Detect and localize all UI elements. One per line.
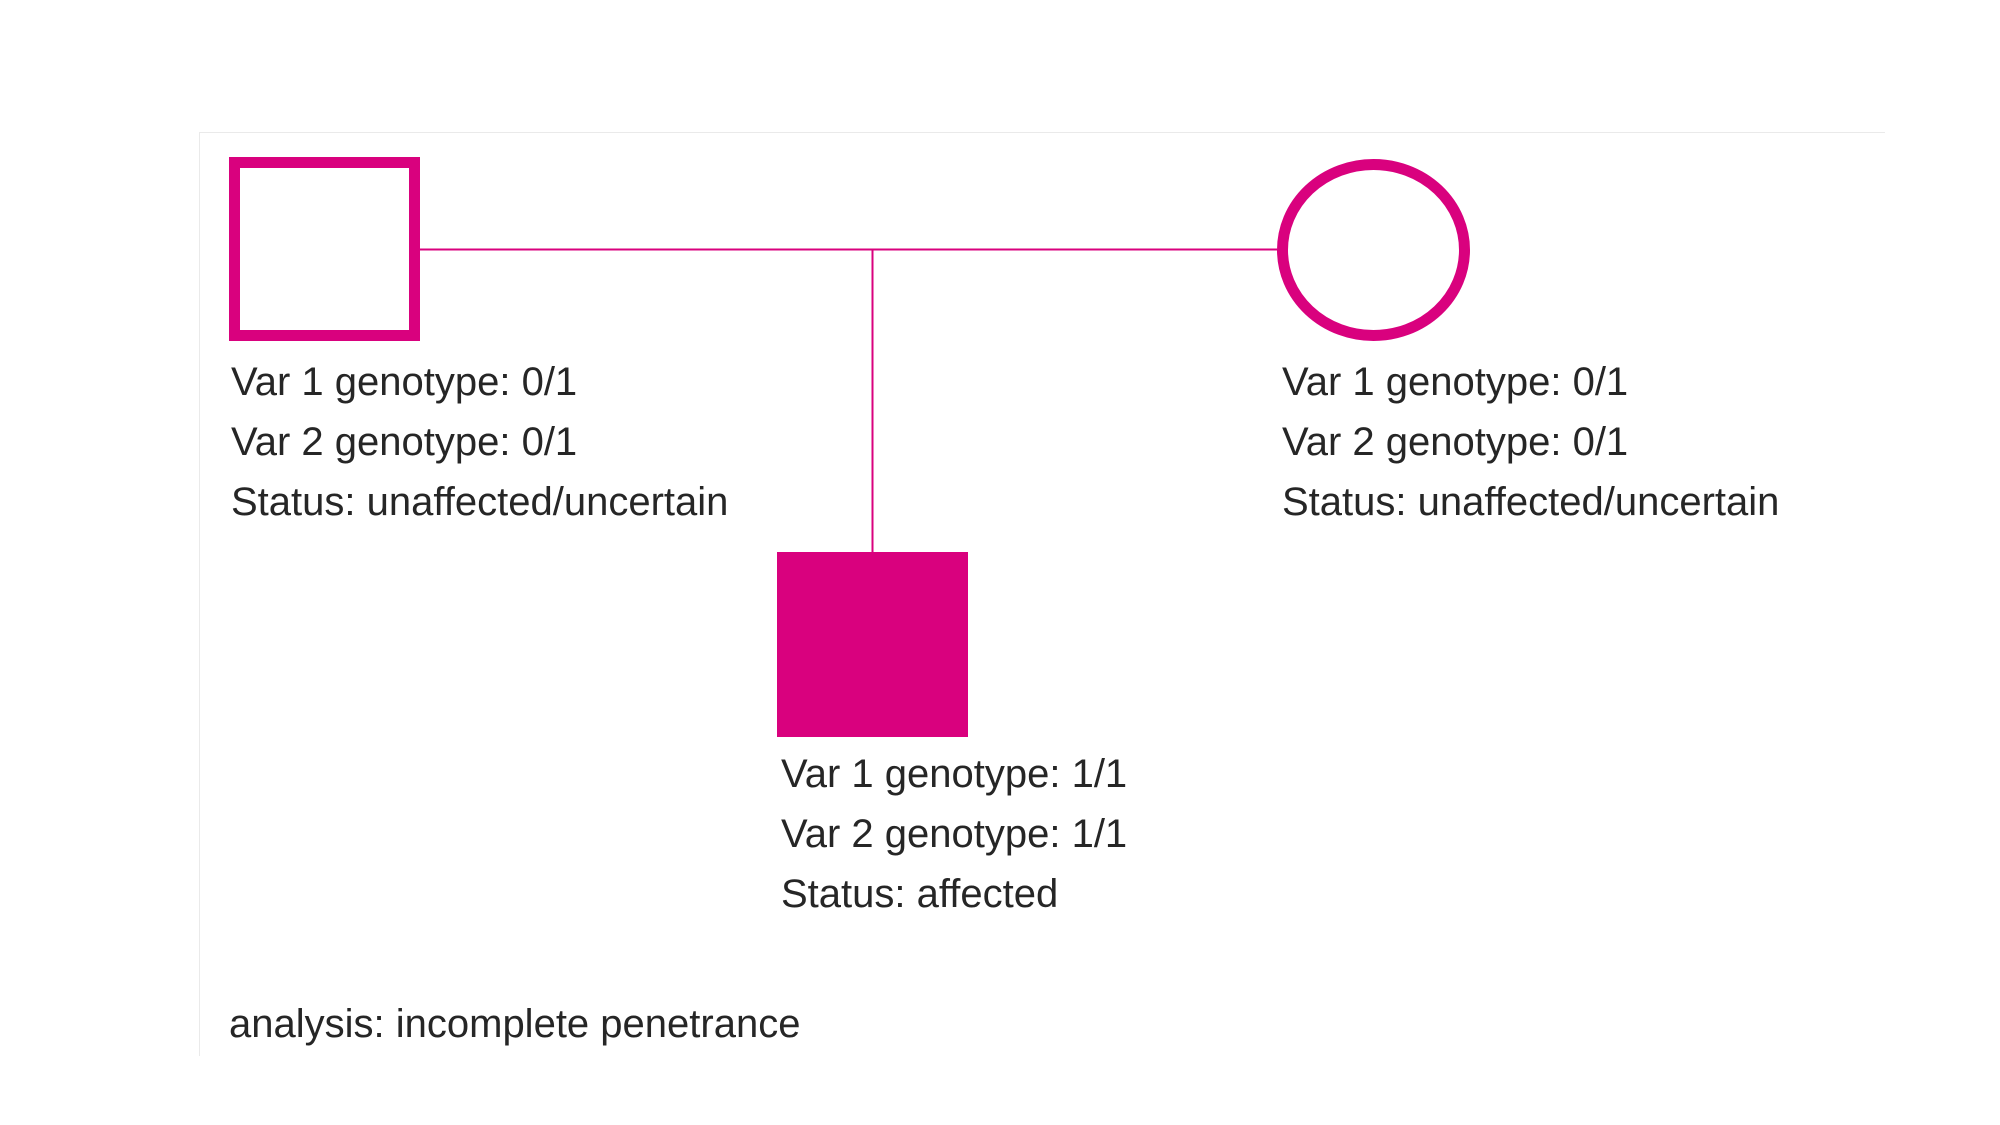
child-square-filled-icon [777,552,968,737]
mother-var1-genotype-line: Var 1 genotype: 0/1 [1282,360,1629,404]
mother-status-line: Status: unaffected/uncertain [1282,480,1780,524]
father-status-line: Status: unaffected/uncertain [231,480,729,524]
output-panel [199,132,1885,1056]
father-label-block: Var 1 genotype: 0/1 Var 2 genotype: 0/1 … [231,352,728,532]
father-var1-genotype-line: Var 1 genotype: 0/1 [231,360,578,404]
child-var1-genotype-line: Var 1 genotype: 1/1 [781,752,1128,796]
child-status-line: Status: affected [781,872,1059,916]
child-label-block: Var 1 genotype: 1/1 Var 2 genotype: 1/1 … [781,744,1127,924]
analysis-note: analysis: incomplete penetrance [229,1002,801,1046]
child-var2-genotype-line: Var 2 genotype: 1/1 [781,812,1128,856]
mother-circle-outline-icon [1277,159,1470,341]
mother-label-block: Var 1 genotype: 0/1 Var 2 genotype: 0/1 … [1282,352,1779,532]
mother-var2-genotype-line: Var 2 genotype: 0/1 [1282,420,1629,464]
father-square-outline-icon [229,157,420,341]
father-var2-genotype-line: Var 2 genotype: 0/1 [231,420,578,464]
